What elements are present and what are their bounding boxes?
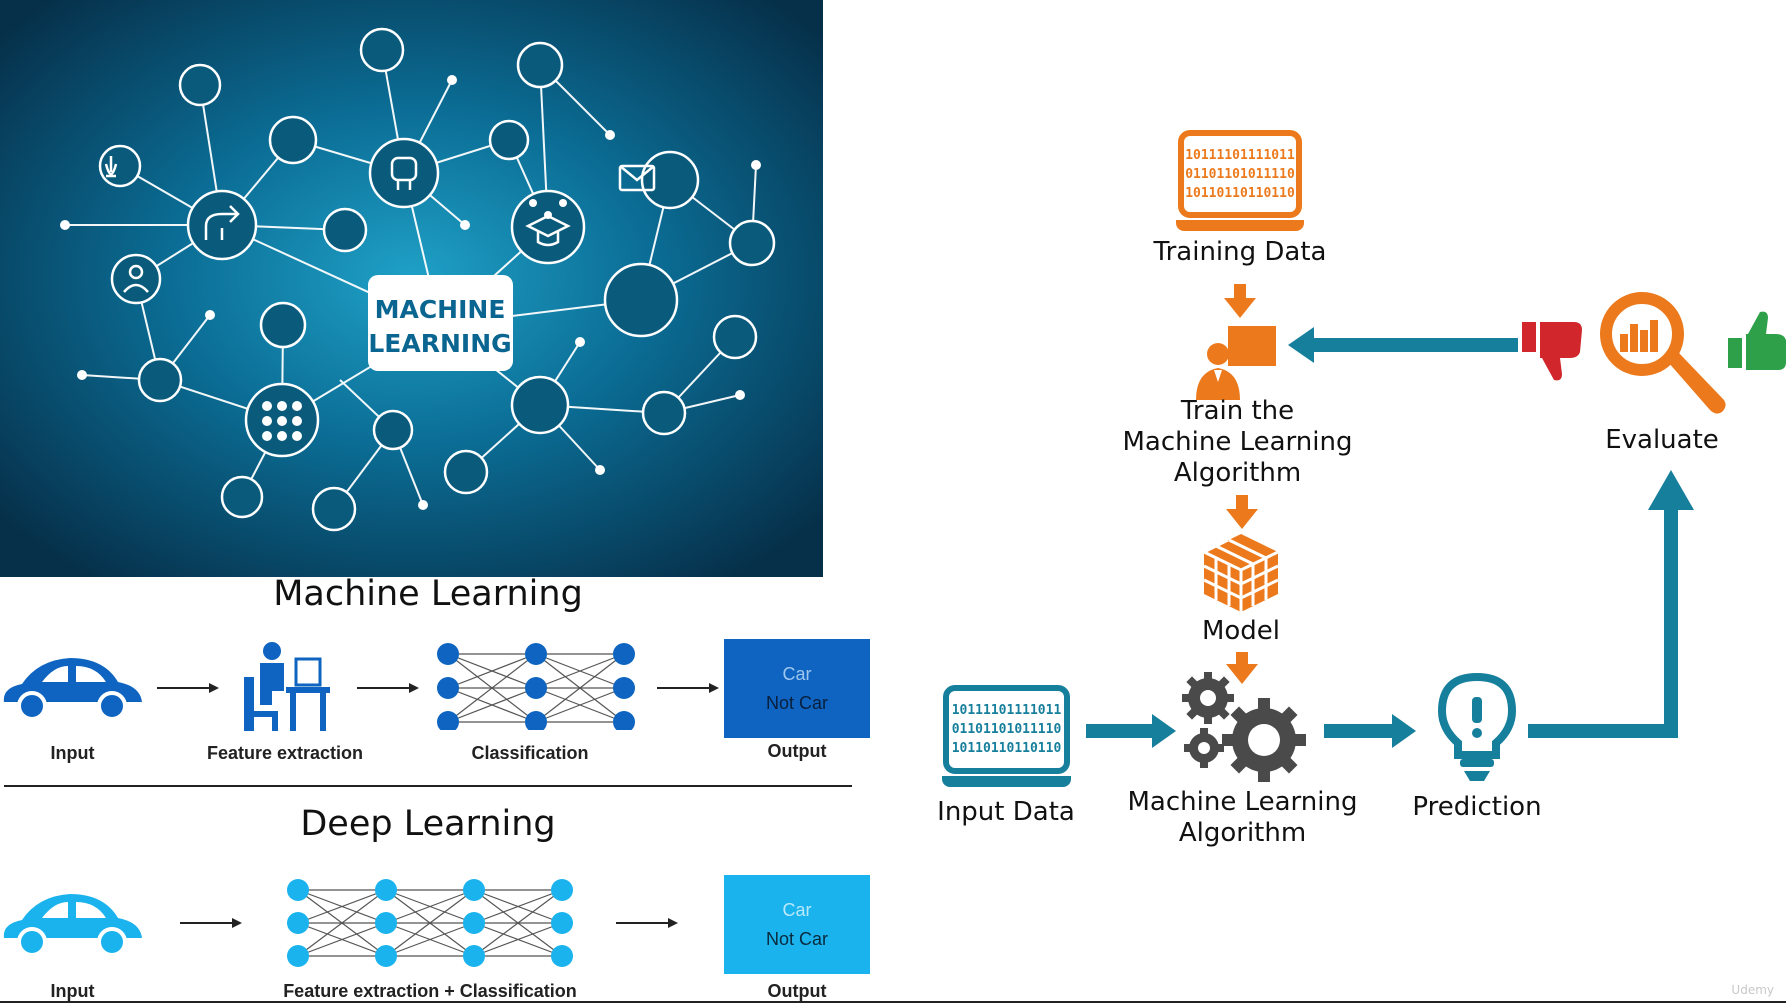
dl-title: Deep Learning [300,804,556,844]
ml-arrow-2 [357,683,419,693]
prediction-label: Prediction [1412,792,1542,822]
orange-arrow-down-3 [1226,652,1258,684]
ml-output-label: Output [767,741,827,761]
dl-output-not-car: Not Car [765,928,828,949]
ml-classification-label: Classification [471,743,589,763]
thumbs-down-icon [1522,322,1582,381]
ml-classification-network [437,643,635,730]
magnifier-chart-icon [1600,292,1726,414]
dl-arrow-1 [180,918,242,928]
row-divider [4,785,852,787]
input-binary-2: 01101101011110 [951,722,1062,737]
model-cube-icon [1203,534,1279,612]
thumbs-up-icon [1728,311,1786,370]
training-laptop-base [1176,220,1304,231]
input-binary-1: 10111101111011 [951,703,1062,718]
evaluate-label: Evaluate [1605,425,1719,455]
training-binary-3: 10110110110110 [1185,185,1295,201]
dl-feature-classification-label: Feature extraction + Classification [283,981,577,1001]
input-data-laptop-icon: 10111101111011 01101101011110 1011011011… [943,685,1070,774]
input-data-label: Input Data [937,797,1075,827]
lightbulb-icon [1438,673,1516,781]
teal-arrow-to-algorithm [1086,714,1176,748]
banner-title-line1: MACHINE [375,295,506,324]
orange-arrow-down-2 [1226,495,1258,529]
ml-output-not-car: Not Car [765,692,828,713]
dl-deep-network [287,879,573,967]
trainer-icon [1196,326,1276,400]
ml-arrow-3 [657,683,719,693]
dl-output-box: Car Not Car [724,875,870,974]
teal-arrow-to-trainer [1288,327,1518,363]
dl-output-car: Car [782,899,812,920]
gears-icon [1182,672,1306,782]
dl-input-label: Input [50,981,95,1001]
dl-arrow-2 [616,918,678,928]
model-label: Model [1201,616,1281,646]
input-binary-3: 10110110110110 [951,741,1062,756]
training-data-laptop-icon: 10111101111011 01101101011110 1011011011… [1178,130,1302,218]
ml-title: Machine Learning [273,574,583,614]
ml-feature-extraction-label: Feature extraction [206,743,364,763]
teal-arrow-to-prediction [1324,714,1416,748]
train-algorithm-label: Train the Machine Learning Algorithm [1122,396,1353,488]
training-data-label: Training Data [1153,237,1327,267]
banner-title-line2: LEARNING [368,329,511,358]
ml-input-label: Input [50,743,95,763]
dl-output-label: Output [767,981,827,1001]
bottom-border [0,1001,1786,1003]
dl-car-icon [3,894,143,957]
training-binary-2: 01101101011110 [1185,166,1295,182]
feature-extraction-icon [244,642,330,731]
ml-car-icon [3,658,143,721]
ml-output-car: Car [782,663,812,684]
ml-arrow-1 [157,683,219,693]
ml-output-box: Car Not Car [724,639,870,738]
training-binary-1: 10111101111011 [1185,147,1295,163]
input-laptop-base [942,776,1071,787]
watermark-logo: Udemy [1731,983,1774,997]
teal-arrow-to-evaluate [1528,470,1694,738]
orange-arrow-down-1 [1224,284,1256,318]
machine-learning-network-banner: MACHINE LEARNING [0,0,823,577]
algorithm-label: Machine Learning Algorithm [1127,787,1358,848]
